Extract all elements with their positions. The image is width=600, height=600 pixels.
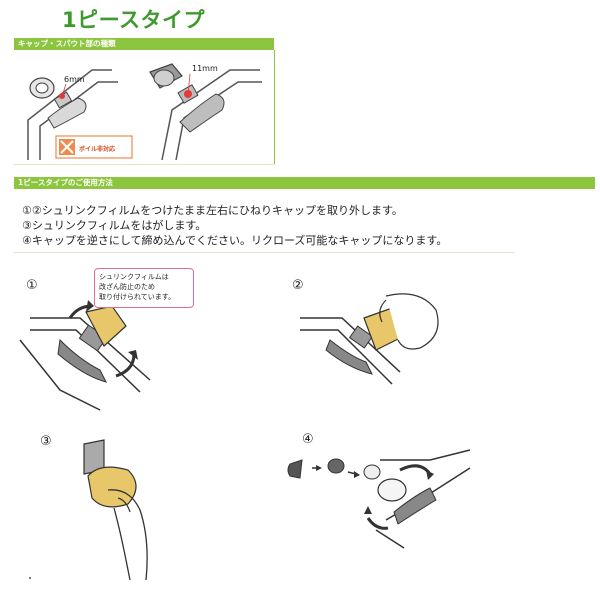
callout-line-1: シュリンクフィルムは [99, 273, 169, 281]
small-spout-size: 6mm [64, 75, 85, 84]
foil-not-supported-label: ボイル非対応 [79, 146, 116, 153]
large-spout-illustration [149, 63, 262, 161]
section-header-cap-types: キャップ・スパウト部の種類 [14, 38, 274, 50]
callout-line-2: 改ざん防止のため [99, 283, 155, 291]
shrink-film-callout: シュリンクフィルムは 改ざん防止のため 取り付けられています。 [94, 268, 194, 308]
step2-number: ② [292, 278, 304, 293]
callout-line-3: 取り付けられています。 [99, 293, 176, 301]
panel-divider [274, 50, 275, 164]
step2-illustration [300, 293, 439, 385]
instructions-divider [14, 252, 514, 253]
step1-illustration [19, 299, 151, 411]
stray-dot [29, 577, 31, 579]
step3-illustration [83, 439, 148, 581]
panel-bottom-divider [14, 164, 275, 165]
section-header-usage: 1ピースタイプのご使用方法 [14, 177, 595, 189]
instruction-line-2: ③シュリンクフィルムをはがします。 [22, 219, 207, 232]
small-spout-illustration [27, 69, 118, 160]
step1-number: ① [26, 278, 38, 293]
instruction-line-3: ④キャップを逆さにして締め込んでください。リクローズ可能なキャップになります。 [22, 234, 448, 247]
step4-number: ④ [302, 432, 314, 447]
page-title: 1ピースタイプ [62, 8, 206, 32]
instruction-line-1: ①②シュリンクフィルムをつけたまま左右にひねりキャップを取り外します。 [22, 204, 403, 217]
step3-number: ③ [40, 434, 52, 449]
step4-illustration [287, 449, 471, 549]
foil-not-supported-icon [55, 135, 133, 159]
large-spout-size: 11mm [192, 64, 218, 73]
